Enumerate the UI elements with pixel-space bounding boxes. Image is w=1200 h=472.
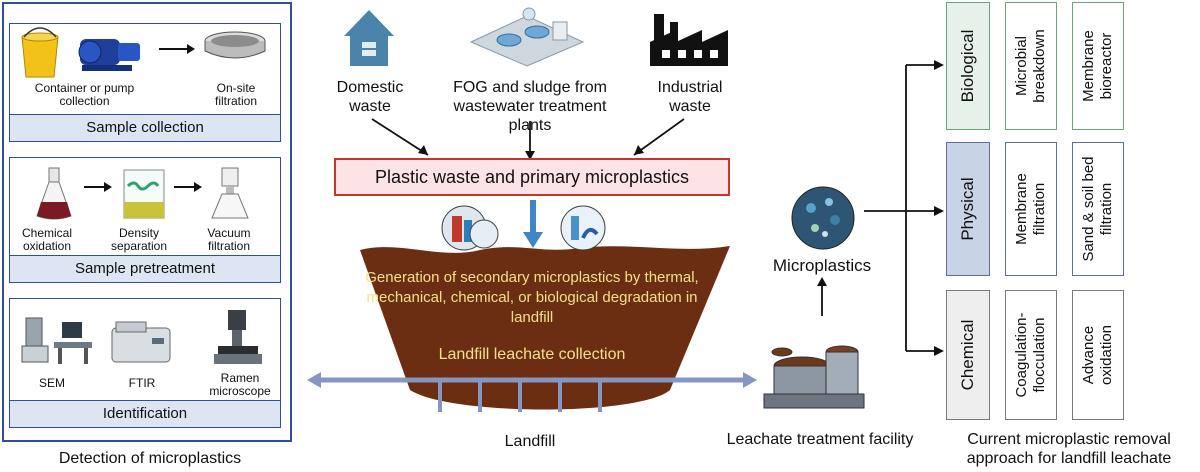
onsite-filtration-caption: On-site filtration (214, 81, 258, 108)
sieve-icon (204, 31, 266, 59)
landfill-label: Landfill (504, 433, 556, 450)
landfill-shape (360, 246, 730, 410)
leachate-collection-text: Landfill leachate collection (438, 346, 626, 363)
down-arrow-blue-icon (523, 200, 543, 248)
sand-soil-filtration-label: Sand & soil bed filtration (1080, 156, 1115, 262)
facility-label: Leachate treatment facility (726, 431, 914, 448)
vacuum-filtration-caption: Vacuum filtration (207, 226, 251, 253)
sample-collection-title: Sample collection (10, 114, 280, 141)
density-beaker-icon (123, 169, 165, 219)
biological-category-box: Biological (946, 2, 990, 130)
microplastic-image-icon (560, 205, 606, 251)
fog-sludge-label: FOG and sludge from wastewater treatment… (453, 79, 607, 134)
removal-approach-caption: Current microplastic removal approach fo… (966, 431, 1172, 467)
membrane-bioreactor-label: Membrane bioreactor (1080, 30, 1115, 102)
advance-oxidation-label: Advance oxidation (1080, 324, 1115, 386)
microbial-breakdown-label: Microbial breakdown (1013, 29, 1048, 103)
detection-panel (2, 2, 292, 442)
coagulation-flocculation-box: Coagulation-flocculation (1005, 290, 1057, 420)
raman-microscope-icon (214, 310, 262, 364)
membrane-filtration-label: Membrane filtration (1013, 173, 1048, 245)
source-arrows (371, 118, 685, 160)
advance-oxidation-box: Advance oxidation (1072, 290, 1124, 420)
bucket-and-pump-icon (21, 27, 140, 78)
sample-pretreatment-title: Sample pretreatment (10, 255, 280, 282)
domestic-waste-label: Domestic waste (336, 79, 404, 115)
ftir-caption: FTIR (128, 376, 156, 390)
membrane-filtration-box: Membrane filtration (1005, 142, 1057, 276)
ramen-microscope-caption: Ramen microscope (209, 371, 271, 398)
sem-instrument-icon (21, 317, 92, 364)
arrow-right-icon (84, 182, 112, 192)
microbial-breakdown-box: Microbial breakdown (1005, 2, 1057, 130)
industrial-waste-label: Industrial waste (657, 79, 723, 115)
treatment-plant-icon (469, 7, 585, 67)
ftir-instrument-icon (111, 321, 171, 363)
sem-caption: SEM (38, 376, 65, 390)
treatment-facility-icon (763, 345, 865, 409)
container-pump-caption: Container or pump collection (34, 81, 135, 108)
primary-microplastics-label: Plastic waste and primary microplastics (374, 167, 690, 187)
microplastics-label: Microplastics (772, 256, 872, 275)
identification-title: Identification (10, 400, 280, 427)
primary-microplastics-box: Plastic waste and primary microplastics (334, 158, 730, 196)
house-icon (344, 10, 394, 66)
physical-label: Physical (958, 177, 977, 241)
sand-soil-filtration-box: Sand & soil bed filtration (1072, 142, 1124, 276)
vacuum-filter-icon (211, 167, 249, 219)
arrow-right-icon (159, 44, 195, 54)
detection-caption: Detection of microplastics (58, 450, 242, 467)
biological-label: Biological (958, 29, 977, 103)
flask-icon (36, 167, 72, 220)
membrane-bioreactor-box: Membrane bioreactor (1072, 2, 1124, 130)
chemical-category-box: Chemical (946, 290, 990, 420)
plastic-waste-image-icon (441, 205, 499, 251)
leachate-pipe (307, 372, 757, 412)
factory-icon (650, 14, 728, 66)
physical-category-box: Physical (946, 142, 990, 276)
secondary-generation-text: Generation of secondary microplastics by… (365, 269, 699, 326)
approach-connectors (864, 60, 944, 356)
arrow-right-icon (174, 182, 202, 192)
chemical-label: Chemical (958, 319, 977, 391)
microplastics-sphere-icon (791, 186, 855, 250)
chemical-oxidation-caption: Chemical oxidation (21, 226, 72, 253)
density-separation-caption: Density separation (110, 226, 168, 253)
up-arrow-icon (817, 277, 827, 316)
coagulation-flocculation-label: Coagulation-flocculation (1013, 312, 1048, 398)
